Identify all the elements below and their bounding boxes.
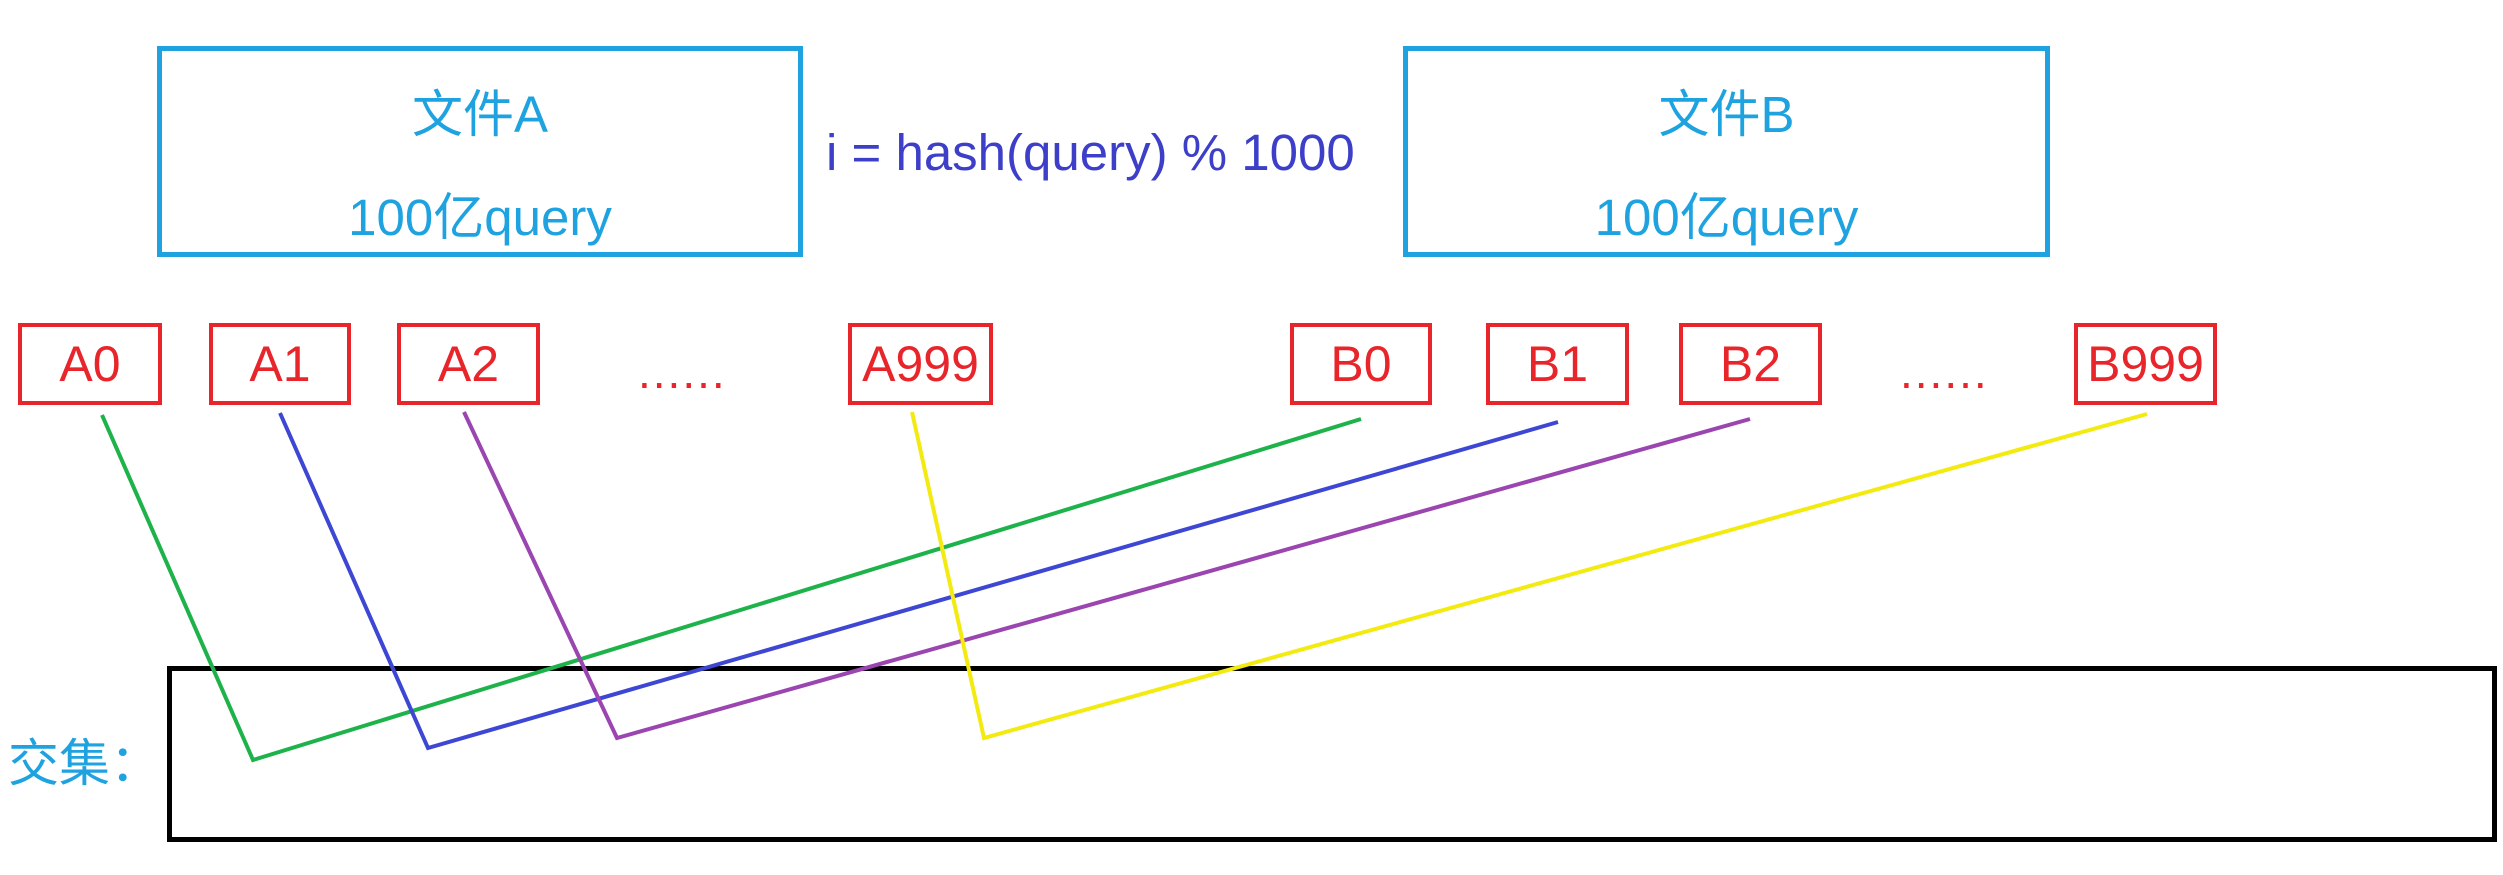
- bucket-b1: B1: [1486, 323, 1629, 405]
- bucket-a-ellipsis: ......: [638, 346, 727, 398]
- hash-formula: i = hash(query) % 1000: [826, 124, 1355, 181]
- intersection-box: [167, 666, 2497, 842]
- link-a2-b2: [462, 411, 1751, 741]
- bucket-b-ellipsis: ......: [1900, 346, 1989, 398]
- file-b-box: 文件B 100亿query: [1403, 46, 2050, 257]
- link-a0-b0: [100, 414, 1362, 763]
- bucket-a1: A1: [209, 323, 351, 405]
- bucket-b999: B999: [2074, 323, 2217, 405]
- bucket-a999: A999: [848, 323, 993, 405]
- link-a999-b999: [910, 411, 2148, 741]
- bucket-b0: B0: [1290, 323, 1432, 405]
- bucket-b2: B2: [1679, 323, 1822, 405]
- intersection-label: 交集：: [8, 735, 162, 792]
- bucket-a0: A0: [18, 323, 162, 405]
- file-b-count: 100亿query: [1594, 189, 1859, 246]
- file-a-count: 100亿query: [348, 189, 612, 246]
- bucket-a2: A2: [397, 323, 540, 405]
- file-a-box: 文件A 100亿query: [157, 46, 803, 257]
- file-a-title: 文件A: [411, 86, 549, 143]
- link-a1-b1: [278, 412, 1559, 751]
- file-b-title: 文件B: [1658, 86, 1795, 143]
